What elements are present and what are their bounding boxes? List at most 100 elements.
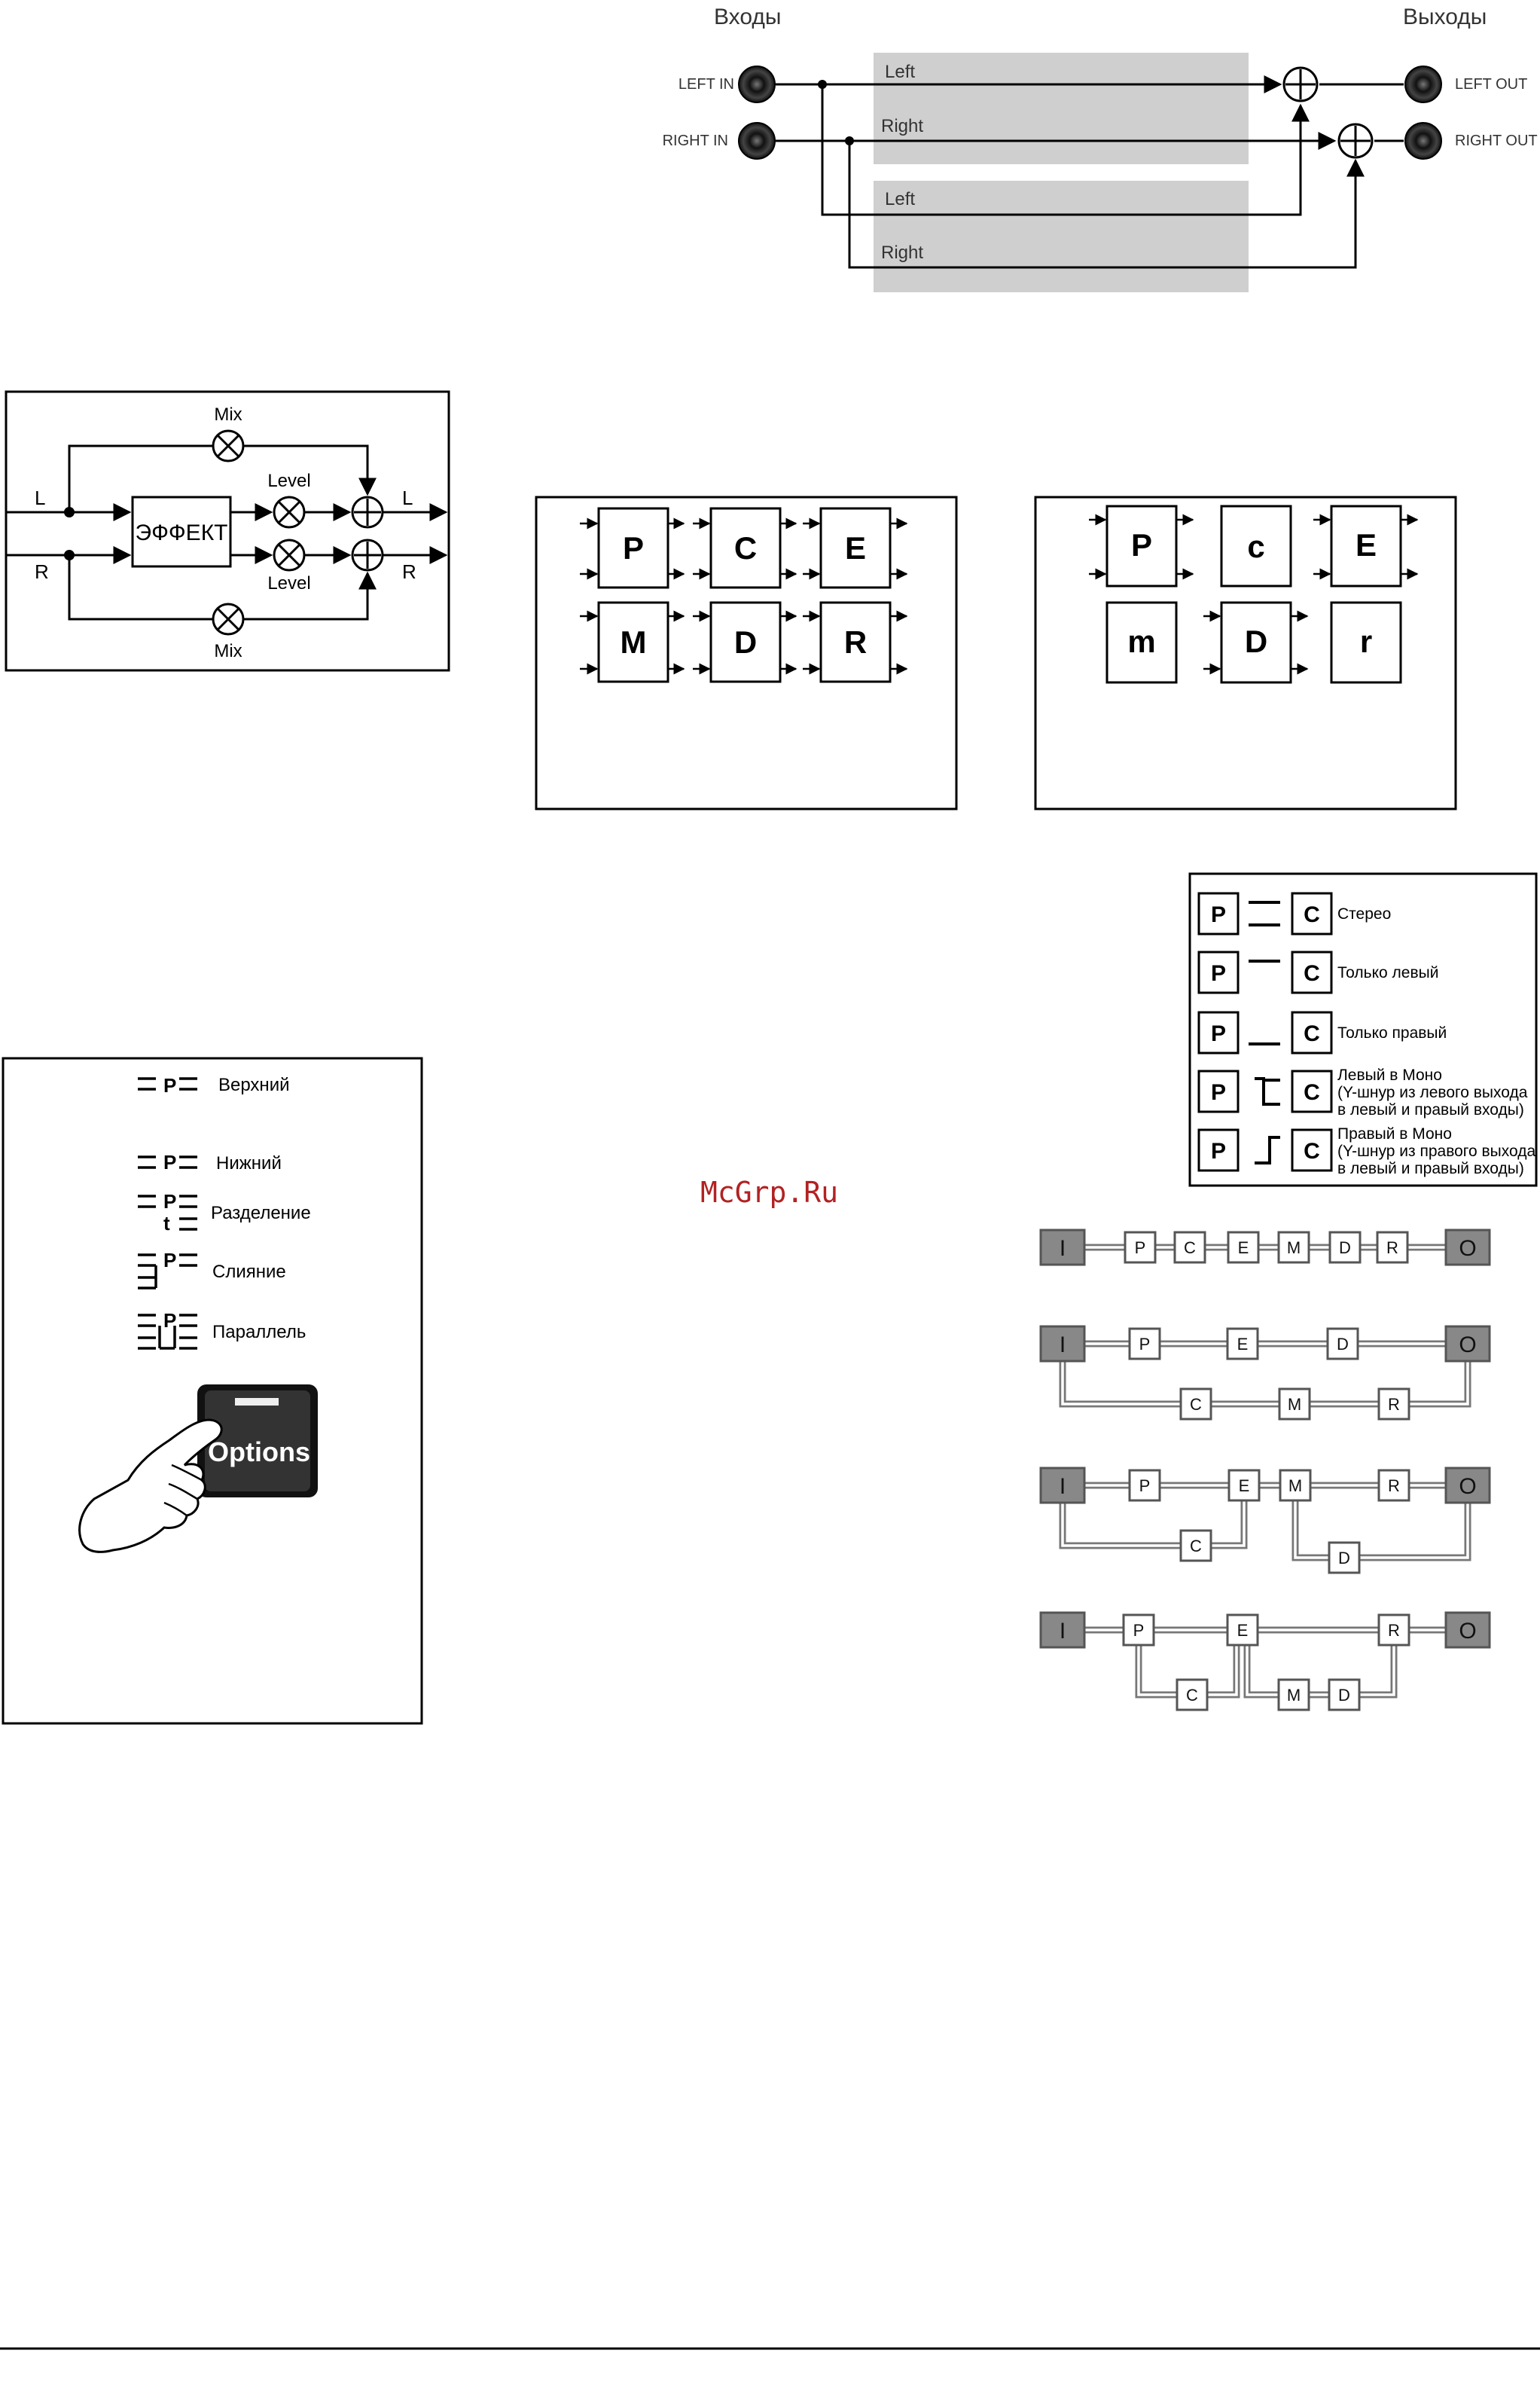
chain-output: O [1459,1236,1476,1261]
module-e-mono: E [1356,527,1377,563]
effect-label: ЭФФЕКТ [136,520,228,545]
chain-module: M [1288,1476,1302,1495]
right-out-label: RIGHT OUT [1455,133,1538,149]
chain-module: P [1133,1621,1145,1640]
block-bottom-right-label: Right [881,243,923,263]
chain-module: P [1139,1476,1151,1495]
legend-text-left-mono: Левый в Моно [1337,1067,1442,1084]
level-top-label: Level [267,471,310,491]
chain-module: C [1190,1537,1202,1555]
chain-module: C [1184,1238,1196,1257]
module-grid-stereo: P C E M D R [535,496,958,810]
module-r: R [844,624,867,660]
inputs-title: Входы [714,5,781,29]
chain-input: I [1060,1619,1066,1644]
pointing-hand-icon [78,1418,223,1553]
legend-text-right-only: Только правый [1337,1024,1447,1042]
chain-module: C [1186,1686,1198,1705]
module-c-mono: c [1247,529,1264,564]
module-r-mono: r [1360,624,1372,659]
right-in-jack-icon [738,122,776,160]
legend-text-left-only: Только левый [1337,964,1438,981]
mix-top-label: Mix [214,404,242,425]
legend-text-right-mono: (Y-шнур из правого выхода [1337,1143,1536,1160]
effect-block-bottom [874,181,1249,292]
chain-module: D [1338,1686,1350,1705]
option-split-label: Разделение [211,1203,311,1223]
legend-box-c: C [1304,961,1320,986]
option-split-p: P [163,1190,176,1213]
mix-bottom-label: Mix [214,641,242,661]
chain-output: O [1459,1332,1476,1357]
module-m: M [621,624,647,660]
level-bottom-label: Level [267,573,310,594]
options-panel: P P P t P P Верхний Нижний Разделение Сл… [2,1057,423,1725]
chain-module: D [1337,1335,1349,1354]
chain-module: R [1386,1238,1398,1257]
block-top-right-label: Right [881,116,923,136]
chain-module: E [1237,1335,1249,1354]
chain-input: I [1060,1236,1066,1261]
chain-module: E [1237,1621,1249,1640]
module-e: E [845,530,866,566]
option-lower-p: P [163,1151,176,1174]
chain-module: M [1287,1686,1301,1705]
chain-input: I [1060,1332,1066,1357]
legend-box-c: C [1304,1080,1320,1105]
legend-box-p: P [1211,1021,1226,1046]
chain-module: E [1239,1476,1250,1495]
left-out-label: LEFT OUT [1455,76,1527,93]
chain-module: D [1338,1549,1350,1567]
chain-output: O [1459,1474,1476,1499]
block-top-left-label: Left [885,62,915,82]
module-p: P [623,530,644,566]
chain-module: C [1190,1395,1202,1414]
module-grid-mono: P c E m D r [1034,496,1457,810]
options-button-label: Options [208,1436,310,1467]
chain-module: M [1287,1238,1301,1257]
option-parallel-label: Параллель [212,1322,306,1342]
legend-box-c: C [1304,902,1320,927]
option-split-t: t [163,1212,170,1235]
options-button[interactable]: Options [197,1384,318,1497]
mix-level-diagram: ЭФФЕКТ Mix Mix Level Level L R L R [5,390,450,672]
watermark: McGrp.Ru [700,1176,838,1209]
legend-box-p: P [1211,1139,1226,1164]
chain-nested: I P E R C M D O [1039,1611,1491,1711]
chain-module: P [1135,1238,1146,1257]
out-r-label: R [402,560,416,583]
chain-module: R [1388,1621,1400,1640]
module-d-mono: D [1245,624,1267,659]
option-upper-p: P [163,1074,176,1097]
chain-module: D [1339,1238,1351,1257]
left-in-jack-icon [738,66,776,103]
in-r-label: R [35,560,49,583]
option-lower-label: Нижний [216,1153,282,1174]
in-l-label: L [35,487,45,509]
chain-module: R [1388,1395,1400,1414]
outputs-title: Выходы [1403,5,1487,29]
module-d: D [734,624,757,660]
legend-box-p: P [1211,1080,1226,1105]
right-out-jack-icon [1404,122,1442,160]
chain-output: O [1459,1619,1476,1644]
left-out-jack-icon [1404,66,1442,103]
module-c: C [734,530,757,566]
chain-module: M [1288,1395,1301,1414]
legend-box-p: P [1211,961,1226,986]
option-merge-label: Слияние [212,1262,286,1282]
legend-text-left-mono: в левый и правый входы) [1337,1101,1524,1119]
io-diagram: Входы Выходы LEFT IN RIGHT IN LEFT OUT R… [663,5,1538,292]
right-in-label: RIGHT IN [663,133,728,149]
left-in-label: LEFT IN [679,76,734,93]
legend-box-p: P [1211,902,1226,927]
out-l-label: L [402,487,413,509]
